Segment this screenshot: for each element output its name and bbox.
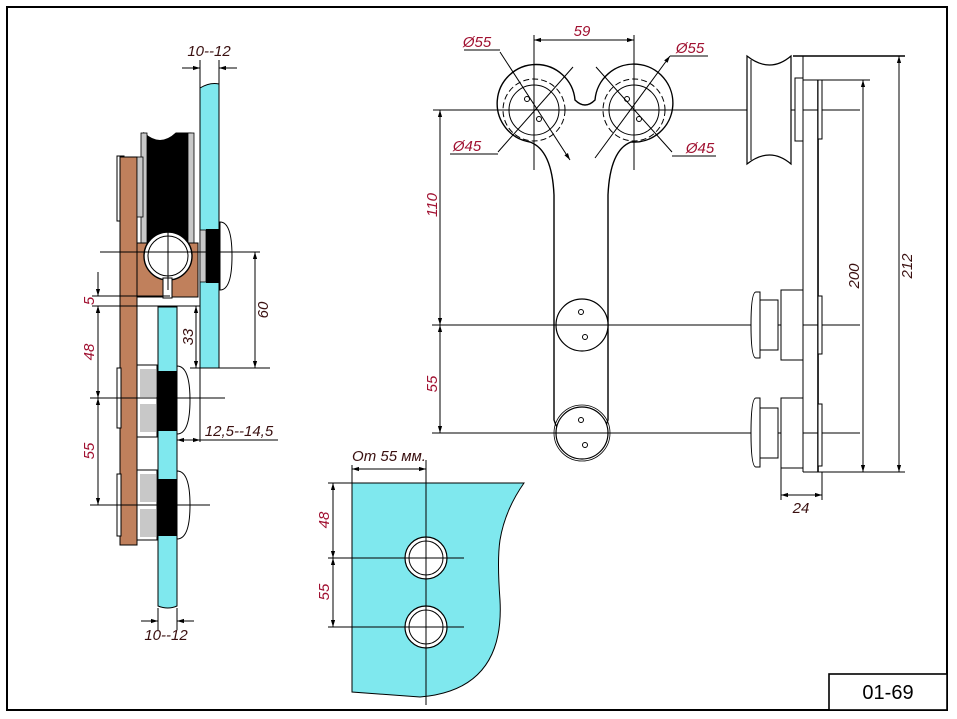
drawing-frame bbox=[6, 6, 948, 711]
dim-55-glass: 55 bbox=[316, 583, 333, 600]
bracket-outline bbox=[496, 63, 674, 442]
dim-33: 33 bbox=[180, 328, 197, 345]
dim-inner-diameter-right: Ø45 bbox=[685, 140, 715, 157]
dim-200: 200 bbox=[846, 263, 863, 290]
dim-60: 60 bbox=[255, 301, 272, 318]
dim-212: 212 bbox=[899, 253, 916, 280]
dim-24: 24 bbox=[792, 500, 810, 517]
dim-55-side: 55 bbox=[81, 442, 98, 459]
dim-outer-diameter-right: Ø55 bbox=[675, 40, 705, 57]
dim-glass-thickness-top: 10--12 bbox=[187, 43, 231, 60]
dim-55-front: 55 bbox=[424, 375, 441, 392]
drawing-code: 01-69 bbox=[862, 682, 913, 704]
glass-panel-detail bbox=[351, 482, 525, 698]
dim-inner-diameter-left: Ø45 bbox=[452, 138, 482, 155]
profile-view: 200 212 24 bbox=[746, 54, 916, 517]
dim-48-side: 48 bbox=[81, 343, 98, 360]
dim-clamp-range: 12,5--14,5 bbox=[205, 423, 274, 440]
dim-110: 110 bbox=[424, 192, 441, 217]
title-block bbox=[828, 673, 948, 711]
front-view: Ø55 Ø55 Ø45 Ø45 59 110 55 bbox=[424, 23, 860, 462]
glass-drilling-detail: От 55 мм. 48 55 bbox=[316, 448, 525, 705]
roller-profile bbox=[746, 54, 792, 166]
dim-center-distance: 59 bbox=[574, 23, 591, 40]
dim-48-glass: 48 bbox=[316, 511, 333, 528]
dim-glass-thickness-bottom: 10--12 bbox=[144, 627, 188, 644]
dim-5: 5 bbox=[81, 296, 98, 305]
upper-glass-panel bbox=[199, 83, 220, 369]
bracket-plate bbox=[119, 156, 138, 546]
dim-outer-diameter-left: Ø55 bbox=[462, 34, 492, 51]
dim-edge-offset: От 55 мм. bbox=[352, 448, 426, 465]
lower-glass-panel bbox=[157, 306, 178, 609]
side-section-view: 10--12 10--12 5 48 55 33 60 12,5--14,5 bbox=[81, 43, 278, 644]
